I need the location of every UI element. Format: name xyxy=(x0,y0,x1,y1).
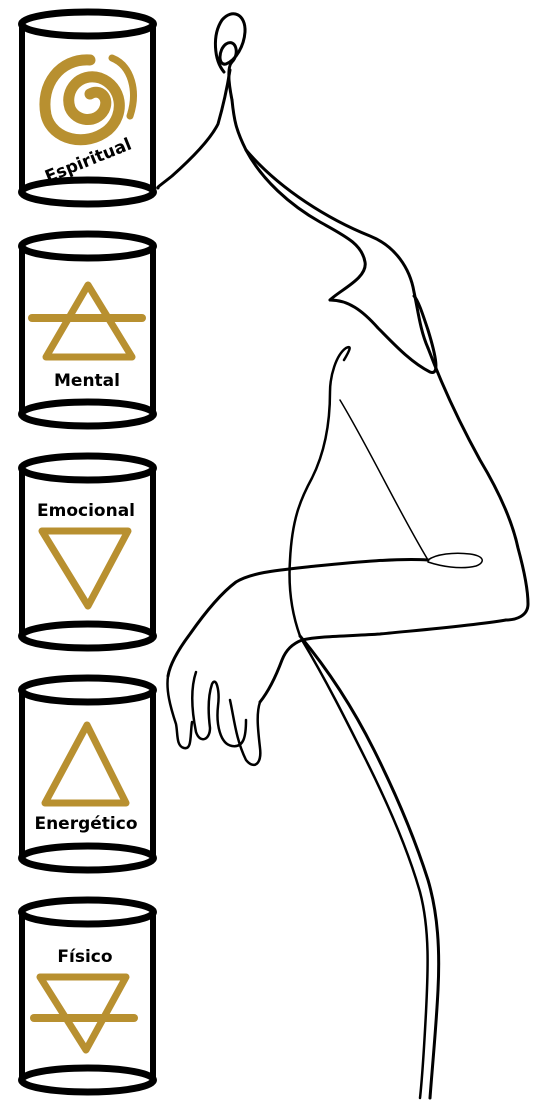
cylinder-mental: Mental xyxy=(22,234,154,426)
cylinder-bottom-rim xyxy=(22,846,154,870)
forearm-line xyxy=(168,559,428,676)
cylinder-energetico: Energético xyxy=(22,678,154,870)
upper-arm-line xyxy=(428,348,528,620)
cylinder-label: Mental xyxy=(54,371,120,391)
cylinder-fisico: Físico xyxy=(22,900,154,1092)
cylinder-top-rim xyxy=(22,12,154,36)
neck-line xyxy=(158,70,366,300)
head-outline xyxy=(215,14,245,100)
cylinder-bottom-rim xyxy=(22,180,154,204)
cylinder-espiritual: Espiritual xyxy=(22,12,154,204)
leg-back-line xyxy=(302,640,428,1098)
torso-line xyxy=(289,347,349,636)
cylinder-top-rim xyxy=(22,456,154,480)
hand-outline xyxy=(167,672,260,765)
cylinder-label: Emocional xyxy=(37,501,135,521)
line-art-figure xyxy=(158,14,528,1098)
cylinder-bottom-rim xyxy=(22,624,154,648)
cylinder-top-rim xyxy=(22,900,154,924)
back-line xyxy=(246,150,428,348)
spiral-icon xyxy=(45,58,133,140)
shoulder-line xyxy=(330,296,436,373)
cylinder-bottom-rim xyxy=(22,1068,154,1092)
cylinder-bottom-rim xyxy=(22,402,154,426)
air-triangle-icon xyxy=(32,285,142,357)
water-triangle-icon xyxy=(42,531,128,606)
cylinder-label: Energético xyxy=(34,814,137,834)
fire-triangle-icon xyxy=(45,725,126,803)
cylinder-emocional: Emocional xyxy=(22,456,154,648)
leg-front-line xyxy=(300,636,439,1098)
cylinder-label: Físico xyxy=(57,947,112,967)
earth-triangle-icon xyxy=(34,977,134,1050)
cylinder-top-rim xyxy=(22,234,154,258)
forearm-lower-line xyxy=(260,620,506,702)
cylinder-top-rim xyxy=(22,678,154,702)
